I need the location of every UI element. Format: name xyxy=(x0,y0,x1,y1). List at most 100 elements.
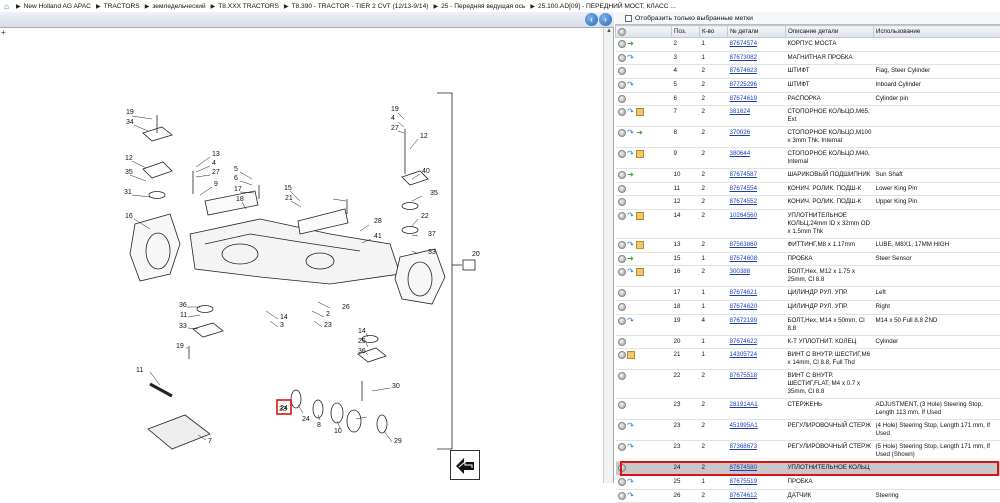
callout-label[interactable]: 36 xyxy=(358,348,366,355)
callout-label[interactable]: 18 xyxy=(236,196,244,203)
cell-part[interactable]: 451995A1 xyxy=(728,420,786,441)
callout-label[interactable]: 11 xyxy=(180,312,187,319)
cell-part[interactable]: 87674552 xyxy=(728,196,786,210)
callout-label[interactable]: 27 xyxy=(212,169,220,176)
callout-label[interactable]: 19 xyxy=(391,106,399,113)
select-radio-icon[interactable] xyxy=(618,67,626,75)
add-to-cart-icon[interactable]: ➜ xyxy=(627,40,635,48)
breadcrumb-item[interactable]: 25 - Передняя ведущая ось xyxy=(441,3,525,10)
callout-label[interactable]: 26 xyxy=(342,304,350,311)
callout-label[interactable]: 29 xyxy=(394,438,402,445)
callout-label[interactable]: 12 xyxy=(420,133,428,140)
select-radio-icon[interactable] xyxy=(618,464,626,472)
cell-part[interactable]: 87674580 xyxy=(728,462,786,476)
callout-label[interactable]: 14 xyxy=(358,328,366,335)
callout-label[interactable]: 4 xyxy=(212,160,216,167)
callout-label[interactable]: 33 xyxy=(428,249,436,256)
callout-label[interactable]: 33 xyxy=(179,323,187,330)
cell-part[interactable]: 87675518 xyxy=(728,370,786,399)
select-radio-icon[interactable] xyxy=(618,317,626,325)
kit-box-icon[interactable] xyxy=(627,351,635,359)
cell-part[interactable]: 380644 xyxy=(728,148,786,169)
kit-box-icon[interactable] xyxy=(636,268,644,276)
select-radio-icon[interactable] xyxy=(618,129,626,137)
select-radio-icon[interactable] xyxy=(618,372,626,380)
cell-part[interactable]: 87674621 xyxy=(728,287,786,301)
callout-label[interactable]: 2 xyxy=(326,311,330,318)
kit-box-icon[interactable] xyxy=(636,108,644,116)
back-icon[interactable]: ‹ xyxy=(585,13,598,26)
cell-part[interactable]: 87674622 xyxy=(728,335,786,349)
add-to-cart-icon[interactable]: ➜ xyxy=(627,171,635,179)
add-to-cart-icon[interactable]: ➜ xyxy=(636,129,644,137)
callout-label[interactable]: 19 xyxy=(176,343,184,350)
select-radio-icon[interactable] xyxy=(618,185,626,193)
select-radio-icon[interactable] xyxy=(618,95,626,103)
replacement-arrow-icon[interactable]: ↷ xyxy=(627,212,635,220)
select-radio-icon[interactable] xyxy=(618,198,626,206)
callout-label[interactable]: 35 xyxy=(125,169,133,176)
replacement-arrow-icon[interactable]: ↷ xyxy=(627,443,635,451)
cell-part[interactable]: 87675519 xyxy=(728,475,786,489)
cell-part[interactable]: 87674574 xyxy=(728,38,786,52)
kit-box-icon[interactable] xyxy=(636,150,644,158)
select-radio-icon[interactable] xyxy=(618,268,626,276)
col-pos[interactable]: Поз. xyxy=(672,26,700,38)
diagram-scrollbar[interactable]: ▲ xyxy=(603,28,613,483)
select-radio-icon[interactable] xyxy=(618,303,626,311)
home-icon[interactable]: ⌂ xyxy=(2,2,11,10)
cell-part[interactable]: 87674623 xyxy=(728,65,786,79)
callout-label[interactable]: 37 xyxy=(428,231,436,238)
callout-label[interactable]: 15 xyxy=(284,185,292,192)
callout-label[interactable]: 7 xyxy=(208,438,212,445)
cell-part[interactable]: 370026 xyxy=(728,127,786,148)
cell-part[interactable]: 87725296 xyxy=(728,78,786,92)
select-radio-icon[interactable] xyxy=(618,492,626,500)
breadcrumb-item[interactable]: T8.390 - TRACTOR - TIER 2 CVT (12/13-9/1… xyxy=(292,3,429,10)
cell-part[interactable]: 87674608 xyxy=(728,252,786,266)
callout-label[interactable]: 4 xyxy=(391,115,395,122)
select-radio-icon[interactable] xyxy=(618,289,626,297)
replacement-arrow-icon[interactable]: ↷ xyxy=(627,81,635,89)
callout-label[interactable]: 3 xyxy=(280,322,284,329)
replacement-arrow-icon[interactable]: ↷ xyxy=(627,492,635,500)
select-radio-icon[interactable] xyxy=(618,81,626,89)
col-use[interactable]: Использование xyxy=(874,26,1000,38)
breadcrumb-item[interactable]: земледельческий xyxy=(152,3,205,10)
callout-label[interactable]: 35 xyxy=(430,190,438,197)
cell-part[interactable]: 87673082 xyxy=(728,51,786,65)
callout-label[interactable]: 28 xyxy=(374,218,382,225)
cell-part[interactable]: 281914A1 xyxy=(728,399,786,420)
cell-part[interactable]: 87674587 xyxy=(728,169,786,183)
replacement-arrow-icon[interactable]: ↷ xyxy=(627,268,635,276)
callout-label[interactable]: 9 xyxy=(214,181,218,188)
callout-label[interactable]: 41 xyxy=(374,233,382,240)
callout-label[interactable]: 13 xyxy=(212,151,220,158)
kit-box-icon[interactable] xyxy=(636,241,644,249)
callout-label[interactable]: 12 xyxy=(125,155,133,162)
select-radio-icon[interactable] xyxy=(618,108,626,116)
callout-label[interactable]: 8 xyxy=(317,422,321,429)
select-radio-icon[interactable] xyxy=(618,40,626,48)
kit-box-icon[interactable] xyxy=(636,212,644,220)
cell-part[interactable]: 87368673 xyxy=(728,441,786,462)
callout-label[interactable]: 16 xyxy=(125,213,133,220)
select-radio-icon[interactable] xyxy=(618,338,626,346)
callout-label[interactable]: 36 xyxy=(179,302,187,309)
